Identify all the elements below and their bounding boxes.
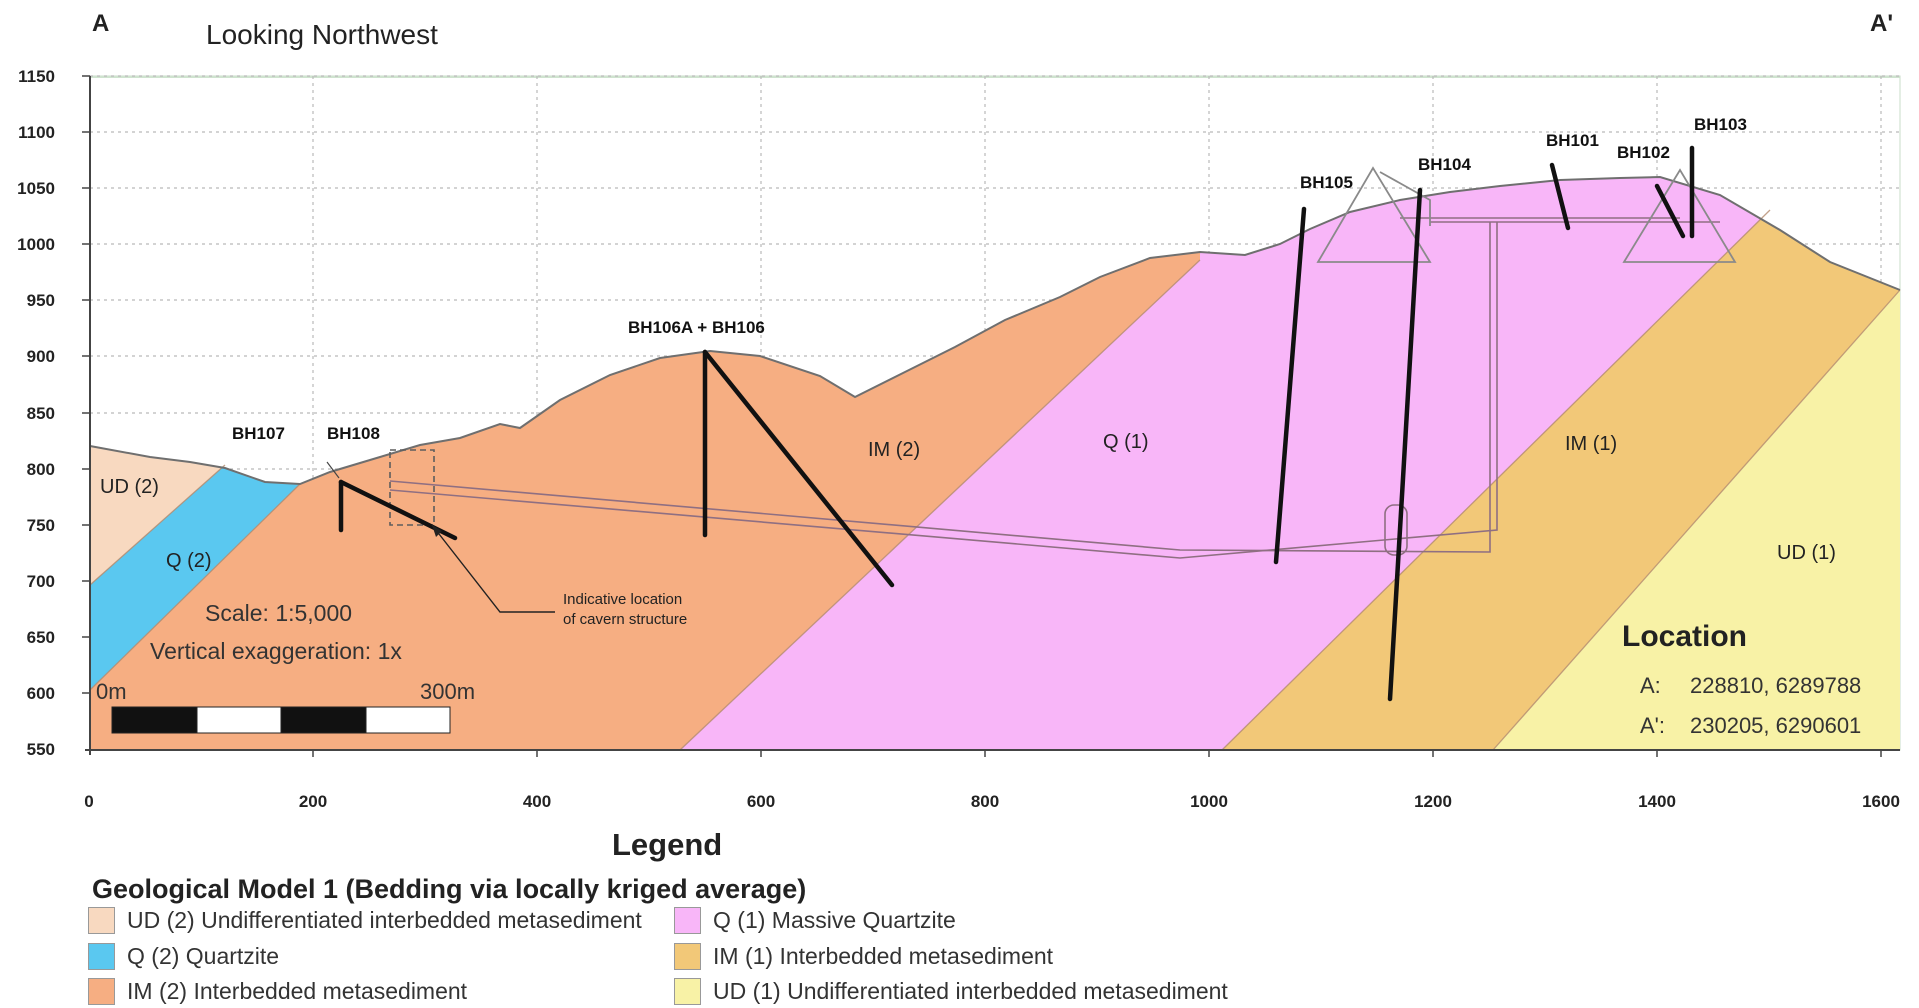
- x-tick: 1200: [1414, 792, 1452, 811]
- cavern-annotation-line2: of cavern structure: [563, 611, 687, 628]
- unit-im1-fill: [1222, 177, 1900, 750]
- legend-label-ud2: UD (2) Undifferentiated interbedded meta…: [127, 907, 642, 933]
- borehole-label-bh107: BH107: [232, 424, 285, 443]
- location-title: Location: [1622, 620, 1747, 653]
- y-tick: 1100: [18, 123, 55, 142]
- legend-item-ud2: UD (2) Undifferentiated interbedded meta…: [88, 907, 642, 934]
- unit-label-im2: IM (2): [868, 439, 920, 461]
- legend-item-q2: Q (2) Quartzite: [88, 943, 279, 970]
- scale-bar-start-label: 0m: [96, 679, 127, 704]
- legend-swatch-im2: [88, 978, 115, 1005]
- x-tick: 1000: [1190, 792, 1228, 811]
- legend-item-q1: Q (1) Massive Quartzite: [674, 907, 956, 934]
- legend-label-im2: IM (2) Interbedded metasediment: [127, 978, 468, 1004]
- unit-label-ud2: UD (2): [100, 476, 159, 498]
- scale-bar-end-label: 300m: [420, 679, 475, 704]
- location-ap-value: 230205, 6290601: [1690, 713, 1861, 738]
- topography-line: [89, 175, 1901, 486]
- legend-item-ud1: UD (1) Undifferentiated interbedded meta…: [674, 978, 1228, 1005]
- legend-item-im2: IM (2) Interbedded metasediment: [88, 978, 467, 1005]
- cavern-tunnel: [389, 217, 1720, 559]
- unit-q2-fill: [90, 465, 300, 690]
- borehole-label-bh104: BH104: [1418, 155, 1471, 174]
- unit-label-q1: Q (1): [1103, 431, 1149, 453]
- unit-label-im1: IM (1): [1565, 433, 1617, 455]
- x-tick: 1400: [1638, 792, 1676, 811]
- y-tick: 1050: [17, 179, 55, 198]
- legend-swatch-q2: [88, 943, 115, 970]
- y-tick: 1150: [18, 67, 55, 86]
- y-tick: 950: [27, 291, 55, 310]
- x-tick: 200: [299, 792, 327, 811]
- borehole-label-bh101: BH101: [1546, 131, 1599, 150]
- legend-label-im1: IM (1) Interbedded metasediment: [713, 943, 1054, 969]
- y-tick: 1000: [17, 235, 55, 254]
- legend-item-im1: IM (1) Interbedded metasediment: [674, 943, 1053, 970]
- legend-label-ud1: UD (1) Undifferentiated interbedded meta…: [713, 978, 1228, 1004]
- scale-text: Scale: 1:5,000: [205, 600, 352, 626]
- borehole-label-bh106: BH106A + BH106: [628, 318, 765, 337]
- y-tick: 600: [27, 684, 55, 703]
- borehole-label-bh105: BH105: [1300, 173, 1353, 192]
- legend-swatch-im1: [674, 943, 701, 970]
- legend-heading: Legend: [612, 827, 723, 862]
- y-tick: 700: [27, 572, 55, 591]
- legend-label-q1: Q (1) Massive Quartzite: [713, 907, 956, 933]
- borehole-label-bh108: BH108: [327, 424, 380, 443]
- scale-bar: [111, 706, 451, 734]
- x-tick: 400: [523, 792, 551, 811]
- y-tick: 800: [27, 460, 55, 479]
- unit-label-ud1: UD (1): [1777, 542, 1836, 564]
- borehole-traces: [338, 145, 1695, 702]
- location-ap-label: A':: [1640, 713, 1665, 738]
- legend-swatch-ud2: [88, 907, 115, 934]
- borehole-label-bh102: BH102: [1617, 143, 1670, 162]
- borehole-bh104: [1387, 187, 1423, 702]
- location-a-label: A:: [1640, 673, 1661, 698]
- y-tick: 550: [27, 740, 55, 759]
- unit-label-q2: Q (2): [166, 550, 212, 572]
- cavern-annotation-line1: Indicative location: [563, 591, 682, 608]
- x-tick: 600: [747, 792, 775, 811]
- x-tick: 800: [971, 792, 999, 811]
- vertical-exaggeration-text: Vertical exaggeration: 1x: [150, 638, 402, 664]
- borehole-label-bh103: BH103: [1694, 115, 1747, 134]
- borehole-bh105: [1273, 206, 1307, 565]
- y-tick: 850: [27, 404, 55, 423]
- legend-label-q2: Q (2) Quartzite: [127, 943, 280, 969]
- legend-model-title: Geological Model 1 (Bedding via locally …: [92, 874, 807, 904]
- borehole-bh102: [1654, 183, 1686, 239]
- borehole-bh101: [1549, 162, 1571, 231]
- section-end-label: A': [1870, 10, 1893, 37]
- drill-pad-markers: [1316, 166, 1737, 263]
- legend-swatch-ud1: [674, 978, 701, 1005]
- legend-swatch-q1: [674, 907, 701, 934]
- x-tick: 0: [84, 792, 93, 811]
- view-direction-label: Looking Northwest: [206, 19, 438, 50]
- location-a-value: 228810, 6289788: [1690, 673, 1861, 698]
- y-tick: 900: [27, 347, 55, 366]
- borehole-bh106: [702, 349, 895, 588]
- y-tick: 650: [27, 628, 55, 647]
- section-start-label: A: [92, 10, 109, 37]
- y-tick: 750: [27, 516, 55, 535]
- x-tick: 1600: [1862, 792, 1900, 811]
